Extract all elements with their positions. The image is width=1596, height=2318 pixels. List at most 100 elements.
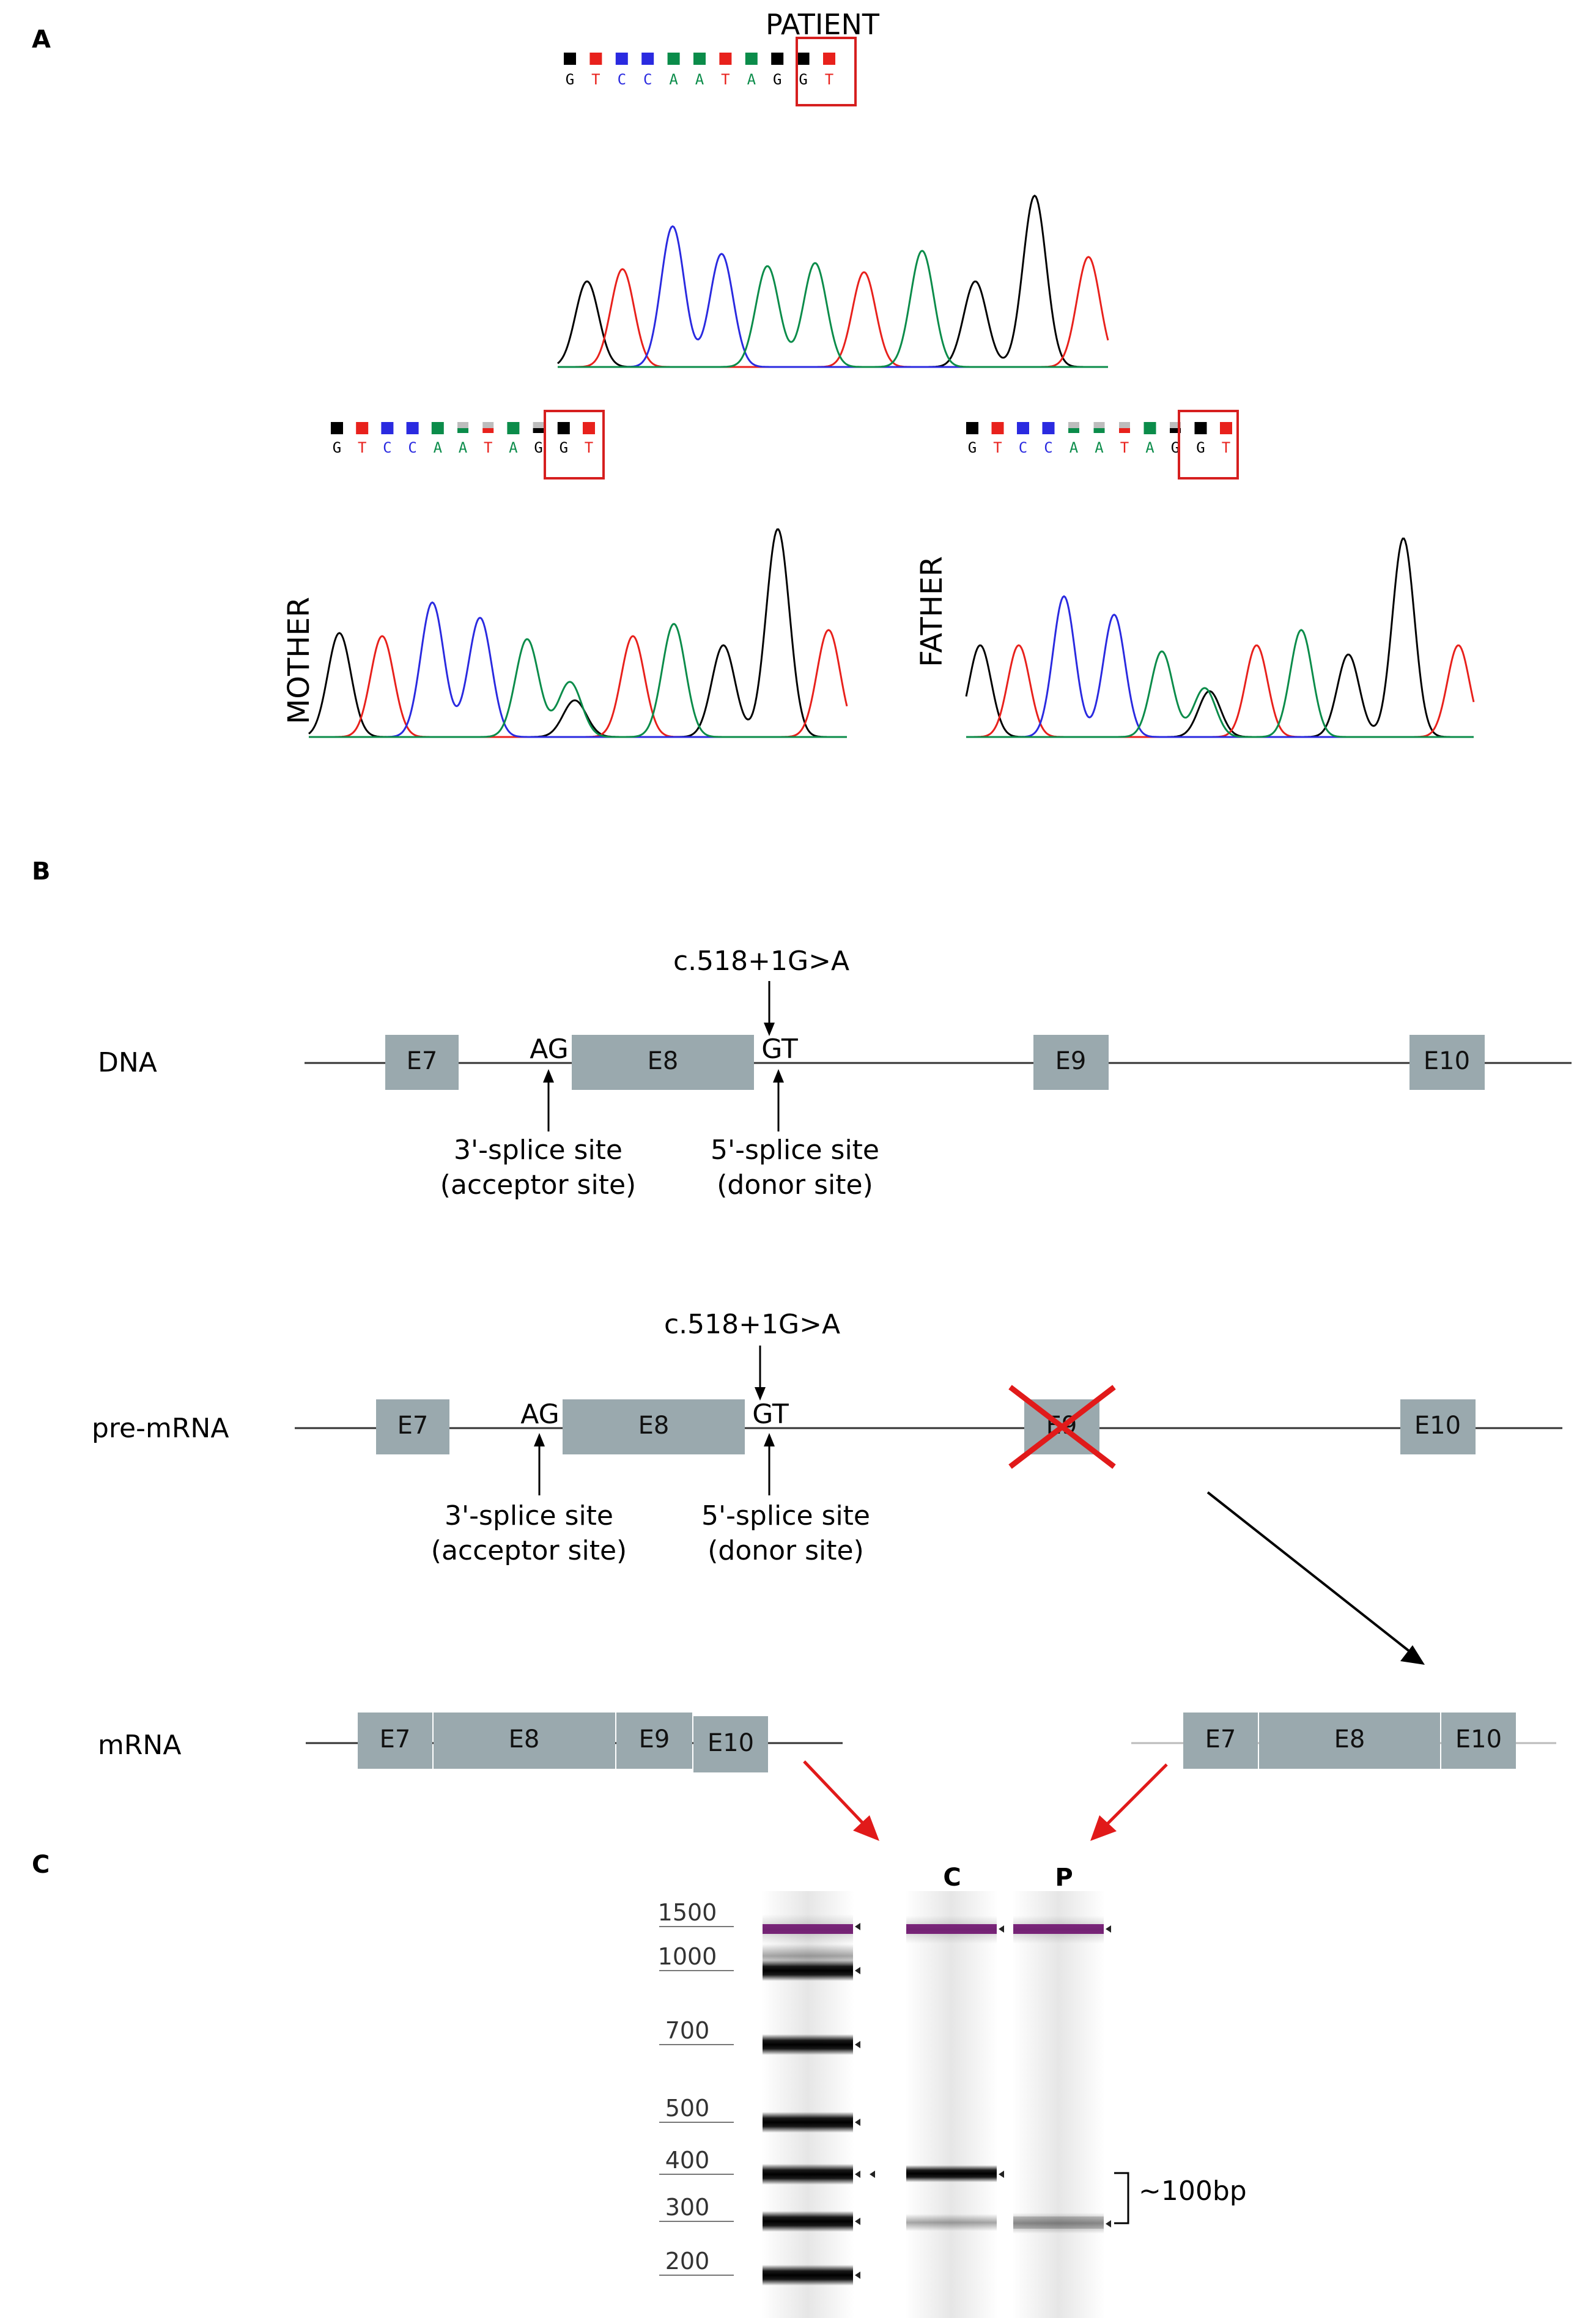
mrna-normal-e9 [616, 1713, 692, 1769]
ladder-band-200 [763, 2265, 853, 2286]
red-arrow-control [803, 1760, 879, 1841]
base-letter: T [1120, 439, 1129, 456]
base-letter: A [1070, 439, 1079, 456]
panel-c-label: C [32, 1851, 50, 1879]
ladder-band-400 [763, 2164, 853, 2185]
normal-transcript: E7 E8 E9 E10 [306, 1713, 843, 1772]
size-difference-bracket [1114, 2172, 1129, 2224]
dna-acceptor-line1: 3'-splice site [454, 1135, 623, 1166]
base-letter: G [534, 439, 542, 456]
band-marker [855, 2272, 860, 2279]
base-letter: A [695, 71, 704, 88]
base-letter: T [484, 439, 492, 456]
mrna-skipped-e10 [1441, 1713, 1516, 1769]
band-marker [855, 2119, 860, 2126]
base-square [1017, 422, 1029, 434]
lane-label-patient: P [1055, 1864, 1073, 1892]
patient-lane [1012, 1891, 1105, 2318]
base-letter: A [747, 71, 756, 88]
base-square [693, 53, 706, 65]
father-trace [965, 538, 1475, 738]
base-square-mixed [1068, 428, 1079, 433]
base-square [533, 422, 544, 428]
base-square-mixed [482, 428, 494, 433]
dna-donor-motif: GT [761, 1034, 798, 1065]
base-square [457, 422, 468, 428]
dna-row: DNA E7 E8 E9 E10 AG GT c.518+1G>A 3'-spl… [98, 946, 1572, 1201]
base-letter: T [721, 71, 730, 88]
trace-C [309, 601, 847, 738]
base-letter: G [566, 71, 574, 88]
pre-mrna-exon-e10 [1400, 1399, 1476, 1454]
mrna-skipped-e10-label: E10 [1455, 1725, 1502, 1753]
trace-T [966, 644, 1475, 738]
mrna-normal-e9-label: E9 [639, 1725, 670, 1753]
base-letter: G [773, 71, 781, 88]
base-square-mixed [457, 428, 468, 433]
pre-mrna-row-label: pre-mRNA [92, 1413, 229, 1444]
father-variant-box [1178, 410, 1239, 480]
ladder-size-1500: 1500 [658, 1899, 717, 1926]
base-square-mixed [1093, 428, 1105, 433]
control-band-400bp [906, 2165, 997, 2182]
dna-acceptor-motif: AG [530, 1034, 568, 1065]
mrna-skipped-e8-label: E8 [1334, 1725, 1365, 1753]
dna-exon-e9-label: E9 [1055, 1047, 1087, 1075]
base-square [331, 422, 343, 434]
base-square [557, 422, 570, 434]
base-square [431, 422, 444, 434]
base-square [667, 53, 680, 65]
band-markers [855, 1923, 1111, 2279]
dna-exon-e8 [572, 1035, 754, 1090]
dna-exon-e7 [385, 1035, 459, 1090]
trace-C [966, 595, 1474, 738]
mother-trace [308, 528, 848, 738]
base-square [482, 422, 494, 428]
pre-mrna-exon-e8 [563, 1399, 745, 1454]
patient-variant-box [796, 37, 857, 106]
base-square [564, 53, 576, 65]
dna-exon-e10 [1409, 1035, 1485, 1090]
band-marker [855, 2171, 860, 2178]
mrna-normal-e7 [358, 1713, 432, 1769]
dna-exon-e9 [1033, 1035, 1109, 1090]
band-marker [855, 1923, 860, 1930]
base-letter: A [669, 71, 678, 88]
panel-b-label: B [32, 857, 51, 886]
base-letter: G [968, 439, 977, 456]
ladder-band-500 [763, 2112, 853, 2133]
pre-mrna-acceptor-arrow [534, 1433, 545, 1495]
mother-variant-box [544, 410, 605, 480]
dna-exon-e8-label: E8 [648, 1047, 679, 1075]
base-square [356, 422, 369, 434]
base-letter: G [1196, 439, 1205, 456]
mrna-normal-e10 [693, 1716, 768, 1772]
base-square [1093, 422, 1105, 428]
trace-T [309, 629, 848, 738]
patient-trace [557, 194, 1109, 368]
control-band-faint-300bp [906, 2214, 997, 2231]
base-letter: T [591, 71, 600, 88]
mrna-row: mRNA E7 E8 E9 E10 E7 E8 E10 [98, 1713, 1556, 1841]
dna-donor-arrow [773, 1069, 784, 1131]
base-letter: A [434, 439, 443, 456]
trace-A [966, 629, 1474, 738]
ladder-size-500: 500 [665, 2095, 710, 2122]
trace-A [309, 623, 847, 738]
base-letter: G [1171, 439, 1180, 456]
dna-donor-line2: (donor site) [717, 1169, 873, 1201]
pre-mrna-acceptor-line1: 3'-splice site [445, 1500, 613, 1531]
base-square [1143, 422, 1156, 434]
ladder-size-700: 700 [665, 2017, 710, 2044]
trace-T [558, 256, 1109, 368]
base-square [507, 422, 520, 434]
ladder-size-300: 300 [665, 2194, 710, 2221]
red-arrow-patient [1090, 1763, 1168, 1841]
base-square [823, 53, 835, 65]
panel-a-label: A [32, 26, 51, 54]
dna-exon-e7-label: E7 [407, 1047, 438, 1075]
base-square [1194, 422, 1207, 434]
